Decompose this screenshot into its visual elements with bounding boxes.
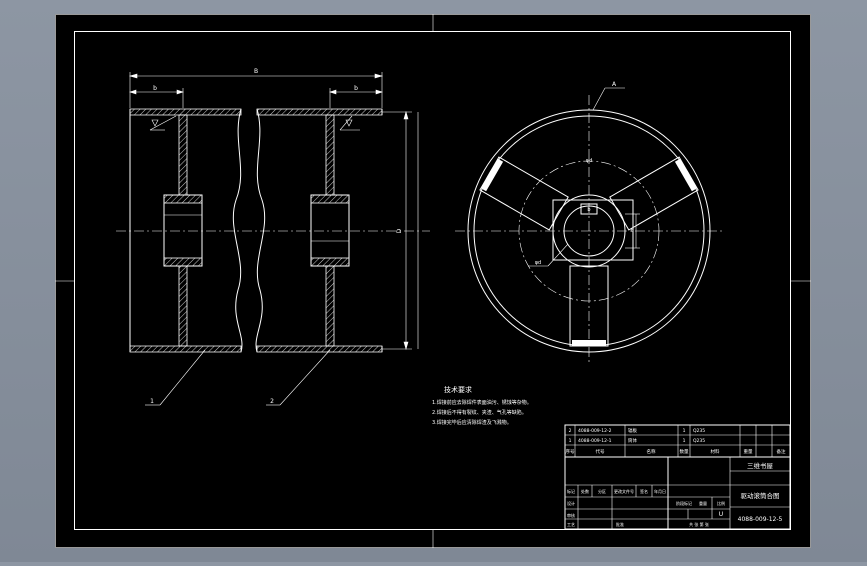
front-view: A φd b t φd	[455, 81, 724, 365]
break-line-left	[232, 108, 243, 353]
hub-frame	[552, 199, 634, 261]
title-block: 2 4088-009-12-2 辐板 1 Q235 1 4088-009-12-…	[564, 424, 791, 530]
part-1-material: Q235	[693, 438, 705, 444]
spoke-upper-right	[609, 156, 699, 231]
dim-total-label: B	[254, 68, 258, 75]
weld-symbol-right	[339, 115, 360, 131]
header-qty: 数量	[680, 448, 689, 455]
leader-part-2	[266, 349, 331, 406]
hub-label: t	[631, 228, 633, 234]
part-2-qty: 1	[683, 428, 686, 434]
rev-label-6: 年月日	[654, 488, 666, 494]
shell-bottom-right	[256, 345, 383, 353]
role-design: 设计	[567, 500, 575, 506]
tech-req-title: 技术要求	[444, 385, 472, 394]
web-plate-left-upper	[178, 114, 188, 196]
part-1-no: 1	[569, 438, 572, 444]
rev-label-4: 更改文件号	[614, 488, 634, 494]
part-1-name: 筒体	[628, 437, 637, 444]
shell-top-right	[256, 108, 383, 116]
spoke-bottom	[569, 265, 609, 347]
part-2-code: 4088-009-12-2	[578, 428, 612, 434]
role-approve: 批准	[616, 521, 624, 527]
sheet-inner-border	[74, 31, 791, 530]
shell-bottom-left	[129, 345, 242, 353]
tech-req-line-2: 2.焊接后不得有裂纹、夹渣、气孔等缺陷。	[432, 409, 527, 416]
part-1-qty: 1	[683, 438, 686, 444]
part-balloon-2: 2	[270, 398, 274, 405]
stage-value: U	[719, 511, 723, 518]
header-note: 备注	[777, 448, 786, 455]
part-1-code: 4088-009-12-1	[578, 438, 612, 444]
keyway-label: b	[587, 207, 590, 213]
part-balloon-1: 1	[150, 398, 154, 405]
rev-label-3: 分区	[598, 488, 606, 494]
section-mark: A	[612, 81, 617, 88]
header-mass: 重量	[744, 448, 753, 455]
shell-top-left	[129, 108, 242, 116]
side-view: B b b D 1	[116, 68, 430, 406]
dim-height-label: D	[396, 228, 403, 233]
bore-leader	[528, 243, 569, 267]
stage-label: 阶段标记	[676, 500, 692, 506]
hole-label: φd	[586, 158, 592, 164]
leader-part-1	[145, 349, 206, 406]
role-process: 工艺	[567, 522, 575, 527]
hub-dimension	[625, 213, 640, 249]
spoke-upper-left	[479, 156, 569, 231]
dimension-left-offset	[129, 88, 184, 108]
header-no: 序号	[566, 448, 575, 455]
weld-symbol-left	[149, 115, 177, 131]
web-plate-right-upper	[325, 114, 335, 196]
web-plate-left-lower	[178, 265, 188, 347]
scale-label: 比例	[717, 500, 725, 506]
header-code: 代号	[596, 448, 605, 455]
rev-label-5: 签名	[640, 488, 648, 494]
drawing-sheet	[55, 14, 811, 548]
drawing-name: 驱动滚筒合图	[741, 491, 780, 500]
dimension-overall-width	[128, 72, 384, 108]
dim-right-label: b	[354, 85, 358, 92]
part-2-name: 辐板	[628, 427, 637, 434]
dim-left-label: b	[153, 85, 157, 92]
weight-label: 重量	[699, 500, 707, 506]
header-name: 名称	[647, 448, 656, 455]
section-leader	[592, 87, 625, 111]
break-line-right	[255, 108, 266, 353]
sheet-count: 共 张 第 张	[689, 521, 709, 527]
tech-requirements: 技术要求 1.焊接前应去除焊件表面油污、锈蚀等杂物。 2.焊接后不得有裂纹、夹渣…	[432, 385, 532, 426]
role-review: 审核	[567, 512, 575, 518]
company-name: 三维书屋	[747, 461, 774, 470]
drawing-number: 4088-009-12-5	[738, 516, 783, 523]
rev-label-1: 标记	[567, 488, 575, 494]
dimension-diameter	[382, 110, 412, 351]
dimension-right-offset	[329, 88, 383, 108]
web-plate-right-lower	[325, 265, 335, 347]
rev-label-2: 处数	[581, 488, 589, 494]
header-material: 材料	[711, 448, 720, 455]
part-2-no: 2	[569, 428, 572, 434]
centering-marks	[55, 14, 811, 548]
tech-req-line-1: 1.焊接前应去除焊件表面油污、锈蚀等杂物。	[432, 399, 532, 406]
tech-req-line-3: 3.焊接完毕后应清除焊渣及飞溅物。	[432, 419, 512, 426]
part-2-material: Q235	[693, 428, 705, 434]
bore-dimension-label: φd	[535, 260, 541, 266]
